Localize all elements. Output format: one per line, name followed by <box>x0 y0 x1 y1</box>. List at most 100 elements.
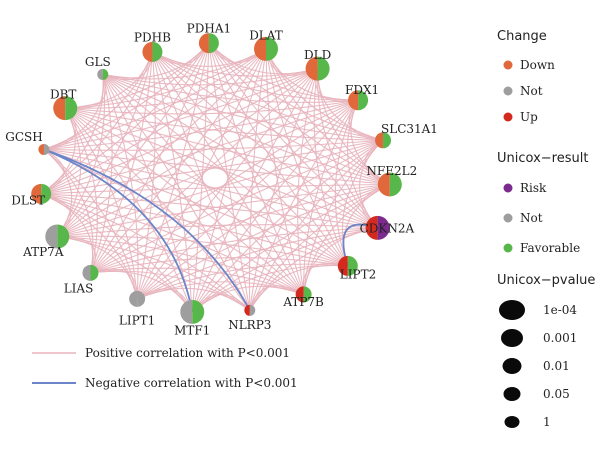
pvalue-legend-swatch-1 <box>504 416 520 428</box>
positive-edge-dld-pdhb <box>152 51 318 77</box>
node-label-atp7b: ATP7B <box>282 295 324 309</box>
positive-edge-atp7b-dbt <box>64 107 304 295</box>
positive-edge-lipt2-gcsh <box>43 148 349 267</box>
result-legend-label-favorable: Favorable <box>520 241 580 255</box>
node-cdkn2a: CDKN2A <box>360 215 415 240</box>
node-result-half <box>152 41 163 62</box>
change-legend-label-down: Down <box>520 58 555 72</box>
change-legend-label-up: Up <box>520 110 538 124</box>
node-atp7b: ATP7B <box>282 286 324 309</box>
positive-edge-cdkn2a-dbt <box>64 107 378 229</box>
node-pdha1: PDHA1 <box>187 22 231 54</box>
change-legend-swatch-down <box>503 60 513 70</box>
positive-edge-dlat-nlrp3 <box>248 48 267 311</box>
node-label-dlst: DLST <box>11 193 45 207</box>
positive-edge-atp7a-pdhb <box>56 51 153 237</box>
result-legend-swatch-not <box>503 213 513 223</box>
node-change-half <box>45 224 58 249</box>
positive-edge-dld-lipt2 <box>313 68 349 267</box>
node-change-half <box>97 68 103 80</box>
node-result-half <box>249 304 256 316</box>
positive-edge-cdkn2a-atp7a <box>57 224 378 238</box>
node-change-half <box>142 41 153 62</box>
positive-edge-dlat-atp7a <box>56 48 267 237</box>
node-result-half <box>317 56 330 81</box>
positive-edge-slc31a1-nlrp3 <box>249 139 384 311</box>
positive-edge-atp7b-dlst <box>41 193 304 295</box>
node-change-half <box>375 132 384 149</box>
positive-edge-dld-atp7b <box>297 68 319 295</box>
node-change-half <box>348 90 359 111</box>
node-result-half <box>192 299 205 324</box>
node-change-half <box>365 215 378 240</box>
positive-edge-fdx1-dlst <box>41 99 359 195</box>
node-result-half <box>208 33 219 54</box>
result-legend-label-risk: Risk <box>520 181 547 195</box>
node-result-half <box>383 132 392 149</box>
positive-edge-nfe2l2-pdhb <box>152 51 390 185</box>
positive-edge-lipt1-pdhb <box>136 51 156 300</box>
node-slc31a1: SLC31A1 <box>375 122 438 149</box>
positive-edge-fdx1-nlrp3 <box>249 99 359 311</box>
positive-edge-fdx1-lipt1 <box>136 99 359 300</box>
node-result-half <box>137 290 146 307</box>
node-label-nlrp3: NLRP3 <box>228 318 271 332</box>
node-pdhb: PDHB <box>134 30 171 62</box>
positive-edge-cdkn2a-pdhb <box>152 51 378 229</box>
positive-edge-slc31a1-mtf1 <box>191 139 384 313</box>
positive-edge-dlat-lias <box>90 48 267 274</box>
node-label-lipt1: LIPT1 <box>119 313 155 327</box>
pvalue-legend-swatch-0-01 <box>502 358 522 374</box>
node-dlat: DLAT <box>249 28 283 61</box>
positive-edge-dlat-lipt2 <box>265 48 349 267</box>
node-result-half <box>57 224 70 249</box>
pvalue-legend-label-0-05: 0.05 <box>543 387 570 401</box>
node-change-half <box>82 264 91 281</box>
pvalue-legend-title: Unicox−pvalue <box>497 273 595 288</box>
node-result-half <box>43 143 50 155</box>
node-fdx1: FDX1 <box>345 83 379 111</box>
node-label-dbt: DBT <box>50 88 76 102</box>
positive-edge-slc31a1-gls <box>102 73 384 141</box>
positive-edge-dlat-dlst <box>40 48 267 195</box>
node-result-half <box>358 90 369 111</box>
node-mtf1: MTF1 <box>174 299 210 337</box>
positive-edge-dlat-mtf1 <box>191 48 267 313</box>
negative-edge-gcsh-mtf1 <box>43 148 194 313</box>
node-result-half <box>266 36 279 61</box>
node-result-half <box>389 172 402 197</box>
node-label-pdha1: PDHA1 <box>187 22 231 36</box>
positive-edge-fdx1-atp7b <box>303 100 359 295</box>
positive-edge-cdkn2a-lias <box>90 227 378 274</box>
positive-edge-dbt-pdhb <box>65 51 153 109</box>
positive-edge-pdha1-lias <box>90 42 210 274</box>
pvalue-legend-label-0-01: 0.01 <box>543 359 570 373</box>
positive-edge-lias-pdhb <box>90 51 153 274</box>
result-legend-swatch-favorable <box>503 243 513 253</box>
node-label-lipt2: LIPT2 <box>340 267 376 281</box>
node-label-gcsh: GCSH <box>5 130 42 144</box>
positive-edges-layer <box>40 42 391 313</box>
positive-edge-dld-mtf1 <box>191 68 319 313</box>
node-label-mtf1: MTF1 <box>174 323 210 337</box>
node-nfe2l2: NFE2L2 <box>366 164 417 197</box>
positive-edge-fdx1-dbt <box>65 99 359 115</box>
node-change-half <box>305 56 318 81</box>
positive-edge-dld-gcsh <box>43 68 318 150</box>
positive-edge-pdha1-lipt1 <box>136 42 210 300</box>
positive-edge-slc31a1-lipt1 <box>136 139 384 300</box>
positive-edge-pdha1-cdkn2a <box>208 42 378 229</box>
positive-edge-mtf1-atp7a <box>57 235 193 313</box>
positive-edge-dlat-lipt1 <box>136 48 267 300</box>
change-legend-label-not: Not <box>520 84 543 98</box>
positive-edge-dld-atp7a <box>57 68 318 237</box>
positive-edge-nfe2l2-dbt <box>65 107 390 185</box>
node-dld: DLD <box>304 48 331 81</box>
pvalue-legend-swatch-0-05 <box>503 387 521 401</box>
positive-edge-slc31a1-lias <box>90 139 384 274</box>
node-change-half <box>337 255 348 276</box>
node-label-cdkn2a: CDKN2A <box>360 221 415 235</box>
